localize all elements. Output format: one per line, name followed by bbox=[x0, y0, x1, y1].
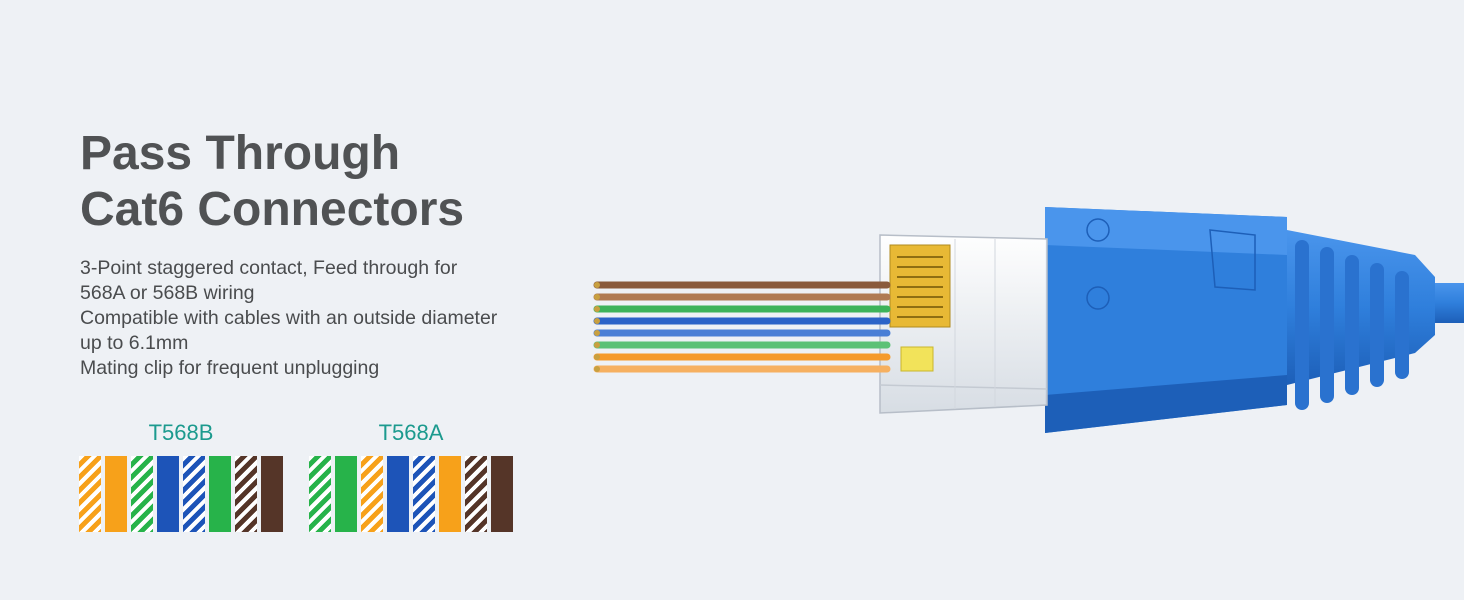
feature-description: 3-Point staggered contact, Feed through … bbox=[80, 256, 550, 381]
pin-color-strip bbox=[309, 456, 513, 532]
pin-4-blue bbox=[387, 456, 409, 532]
scheme-label: T568B bbox=[148, 420, 214, 445]
pin-7-brown-white bbox=[465, 456, 487, 532]
description-line: 3-Point staggered contact, Feed through … bbox=[80, 257, 458, 279]
scheme-label: T568A bbox=[378, 420, 444, 445]
description-line: Compatible with cables with an outside d… bbox=[80, 307, 498, 329]
pin-color-strip bbox=[79, 456, 283, 532]
pin-7-brown-white bbox=[235, 456, 257, 532]
pin-2-orange bbox=[105, 456, 127, 532]
wiring-scheme-t568a: T568A bbox=[309, 418, 513, 532]
rj45-connector-illustration bbox=[593, 207, 1464, 433]
pin-1-green-white bbox=[309, 456, 331, 532]
title-line-1: Pass Through bbox=[80, 127, 401, 180]
wire-bundle bbox=[593, 281, 891, 373]
pin-6-green bbox=[209, 456, 231, 532]
title-line-2: Cat6 Connectors bbox=[80, 183, 465, 236]
pin-1-orange-white bbox=[79, 456, 101, 532]
pin-8-brown bbox=[261, 456, 283, 532]
pin-2-green bbox=[335, 456, 357, 532]
page-title: Pass Through Cat6 Connectors bbox=[80, 126, 464, 238]
description-line: 568A or 568B wiring bbox=[80, 282, 255, 304]
description-line: Mating clip for frequent unplugging bbox=[80, 357, 380, 379]
pin-5-blue-white bbox=[413, 456, 435, 532]
wiring-scheme-t568b: T568B bbox=[79, 418, 283, 532]
pin-6-orange bbox=[439, 456, 461, 532]
pin-5-blue-white bbox=[183, 456, 205, 532]
pin-3-green-white bbox=[131, 456, 153, 532]
clear-plug-body bbox=[879, 234, 1048, 414]
pin-3-orange-white bbox=[361, 456, 383, 532]
pin-8-brown bbox=[491, 456, 513, 532]
pin-4-blue bbox=[157, 456, 179, 532]
description-line: up to 6.1mm bbox=[80, 332, 189, 354]
strain-relief-boot bbox=[1045, 207, 1435, 433]
